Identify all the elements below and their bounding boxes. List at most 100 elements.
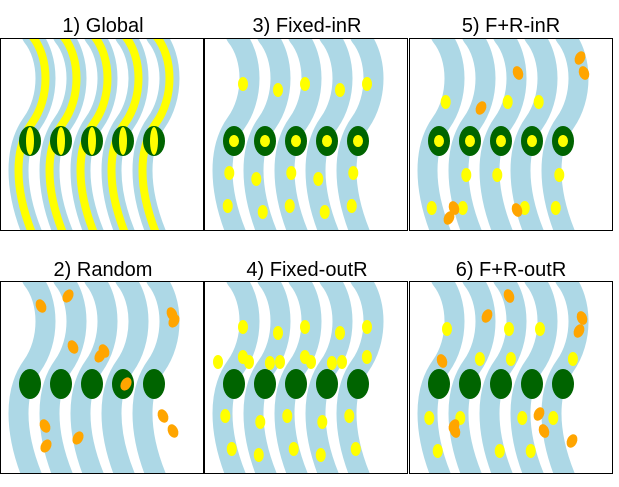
yellow-dot	[432, 444, 443, 458]
yellow-dot	[251, 172, 262, 186]
panel-title-1: 1) Global	[62, 15, 144, 37]
yellow-dot	[259, 135, 270, 147]
yellow-core	[25, 127, 34, 155]
yellow-dot	[288, 442, 299, 456]
yellow-dot	[492, 168, 503, 182]
orange-dot	[39, 419, 51, 433]
yellow-dot	[494, 444, 505, 458]
orange-dot	[168, 314, 180, 328]
yellow-dot	[299, 320, 310, 334]
track-band	[479, 38, 527, 231]
green-region	[458, 369, 481, 399]
orange-dot	[573, 324, 585, 338]
yellow-dot	[457, 201, 468, 215]
panel-title-2: 2) Random	[53, 259, 153, 281]
yellow-dot	[567, 352, 578, 366]
yellow-dot	[346, 199, 357, 213]
yellow-dot	[284, 199, 295, 213]
green-region	[49, 369, 72, 399]
track-band	[274, 281, 322, 474]
yellow-dot	[474, 352, 485, 366]
yellow-track-line	[14, 38, 50, 231]
yellow-dot	[228, 135, 239, 147]
track-band	[541, 281, 589, 474]
yellow-dot	[222, 199, 233, 213]
track-band	[132, 281, 180, 474]
orange-dot	[538, 424, 550, 438]
yellow-dot	[326, 356, 337, 370]
yellow-dot	[505, 352, 516, 366]
green-region	[18, 369, 41, 399]
yellow-dot	[290, 135, 301, 147]
yellow-dot	[526, 135, 537, 147]
yellow-dot	[286, 166, 297, 180]
green-region	[142, 369, 165, 399]
yellow-dot	[313, 172, 324, 186]
yellow-dot	[464, 135, 475, 147]
track-band	[510, 38, 558, 231]
yellow-dot	[348, 166, 359, 180]
yellow-dot	[257, 205, 268, 219]
yellow-dot	[321, 135, 332, 147]
yellow-dot	[517, 411, 528, 425]
track-band	[212, 281, 260, 474]
orange-dot	[533, 407, 545, 421]
yellow-dot	[319, 205, 330, 219]
panel-frame	[0, 281, 204, 474]
yellow-dot	[315, 448, 326, 462]
orange-dot	[40, 439, 52, 453]
panel-title-4: 4) Fixed-outR	[246, 259, 368, 281]
panel-title-3: 3) Fixed-inR	[252, 15, 362, 37]
track-band	[417, 38, 465, 231]
yellow-dot	[557, 135, 568, 147]
panel-fixed-outR	[204, 281, 408, 474]
track-band	[448, 38, 496, 231]
orange-dot	[35, 299, 47, 313]
panel-fr-inR	[409, 38, 613, 231]
yellow-dot	[361, 350, 372, 364]
orange-dot	[449, 424, 461, 438]
yellow-dot	[237, 320, 248, 334]
yellow-dot	[336, 355, 347, 369]
yellow-dot	[426, 201, 437, 215]
yellow-dot	[334, 326, 345, 340]
panel-fr-outR	[409, 281, 613, 474]
yellow-track-line	[138, 38, 174, 231]
panel-random	[0, 281, 204, 474]
yellow-dot	[237, 77, 248, 91]
yellow-dot	[440, 95, 451, 109]
yellow-dot	[533, 95, 544, 109]
green-region	[222, 369, 245, 399]
yellow-dot	[461, 168, 472, 182]
yellow-dot	[243, 355, 254, 369]
green-region	[427, 369, 450, 399]
yellow-dot	[224, 166, 235, 180]
yellow-track-line	[76, 38, 112, 231]
orange-dot	[576, 311, 588, 325]
panel-title-6: 6) F+R-outR	[455, 259, 567, 281]
track-band	[243, 38, 291, 231]
track-band	[212, 38, 260, 231]
yellow-dot	[550, 201, 561, 215]
yellow-dot	[554, 168, 565, 182]
yellow-track-line	[107, 38, 143, 231]
orange-dot	[574, 51, 586, 65]
track-band	[336, 281, 384, 474]
yellow-dot	[495, 135, 506, 147]
yellow-dot	[534, 322, 545, 336]
yellow-track-line	[45, 38, 81, 231]
track-band	[336, 38, 384, 231]
yellow-dot	[317, 415, 328, 429]
yellow-dot	[274, 355, 285, 369]
orange-dot	[503, 289, 515, 303]
track-band	[274, 38, 322, 231]
green-region	[253, 369, 276, 399]
yellow-dot	[220, 409, 231, 423]
yellow-dot	[282, 409, 293, 423]
panel-fixed-inR	[204, 38, 408, 231]
orange-dot	[157, 409, 169, 423]
green-region	[346, 369, 369, 399]
panel-frame	[409, 38, 613, 231]
green-region	[80, 369, 103, 399]
orange-dot	[443, 211, 455, 225]
